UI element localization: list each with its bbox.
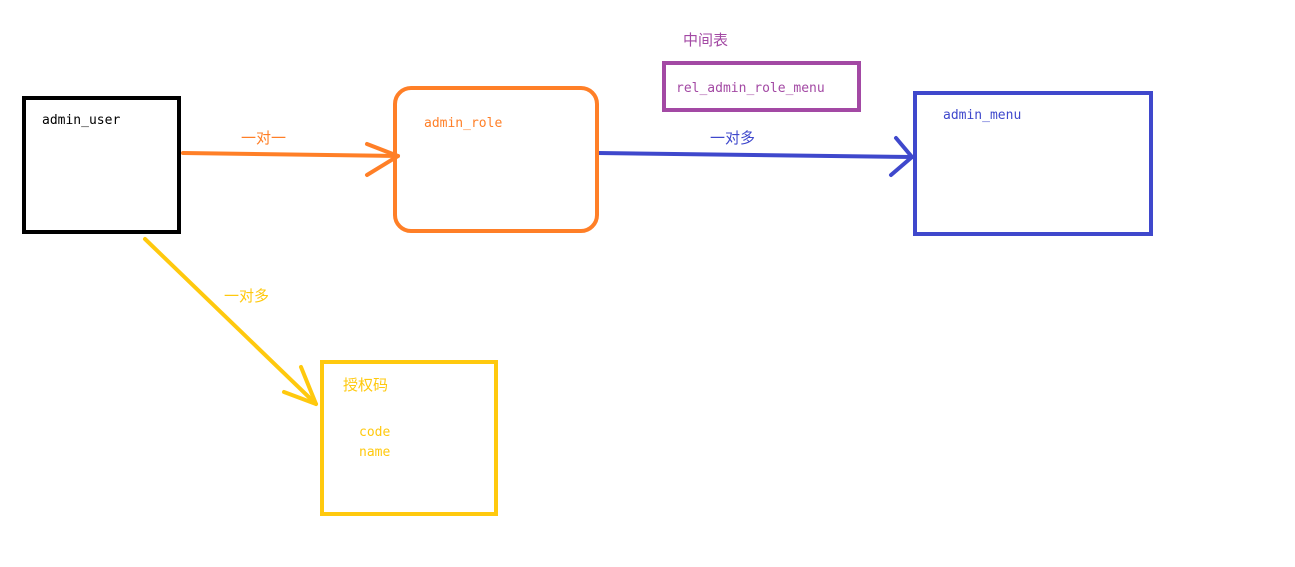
admin-role-label: admin_role <box>424 116 503 131</box>
auth-code-field-code: code <box>359 425 391 440</box>
admin-user-entity <box>22 96 181 234</box>
relation-user-role-label: 一对一 <box>241 129 287 147</box>
admin-role-entity <box>393 86 599 233</box>
admin-user-label: admin_user <box>42 113 121 128</box>
arrow-user-to-role <box>181 142 400 177</box>
admin-menu-entity <box>913 91 1153 236</box>
auth-code-field-name: name <box>359 445 391 460</box>
relation-role-menu-label: 一对多 <box>710 129 756 147</box>
join-table-caption: 中间表 <box>683 31 729 49</box>
admin-menu-label: admin_menu <box>943 108 1022 123</box>
arrow-user-to-auth <box>143 237 318 406</box>
relation-user-auth-label: 一对多 <box>224 287 270 305</box>
arrow-role-to-menu <box>596 136 914 177</box>
auth-code-title: 授权码 <box>343 376 389 394</box>
join-table-entity <box>662 61 861 112</box>
join-table-label: rel_admin_role_menu <box>676 81 825 96</box>
auth-code-entity <box>320 360 498 516</box>
